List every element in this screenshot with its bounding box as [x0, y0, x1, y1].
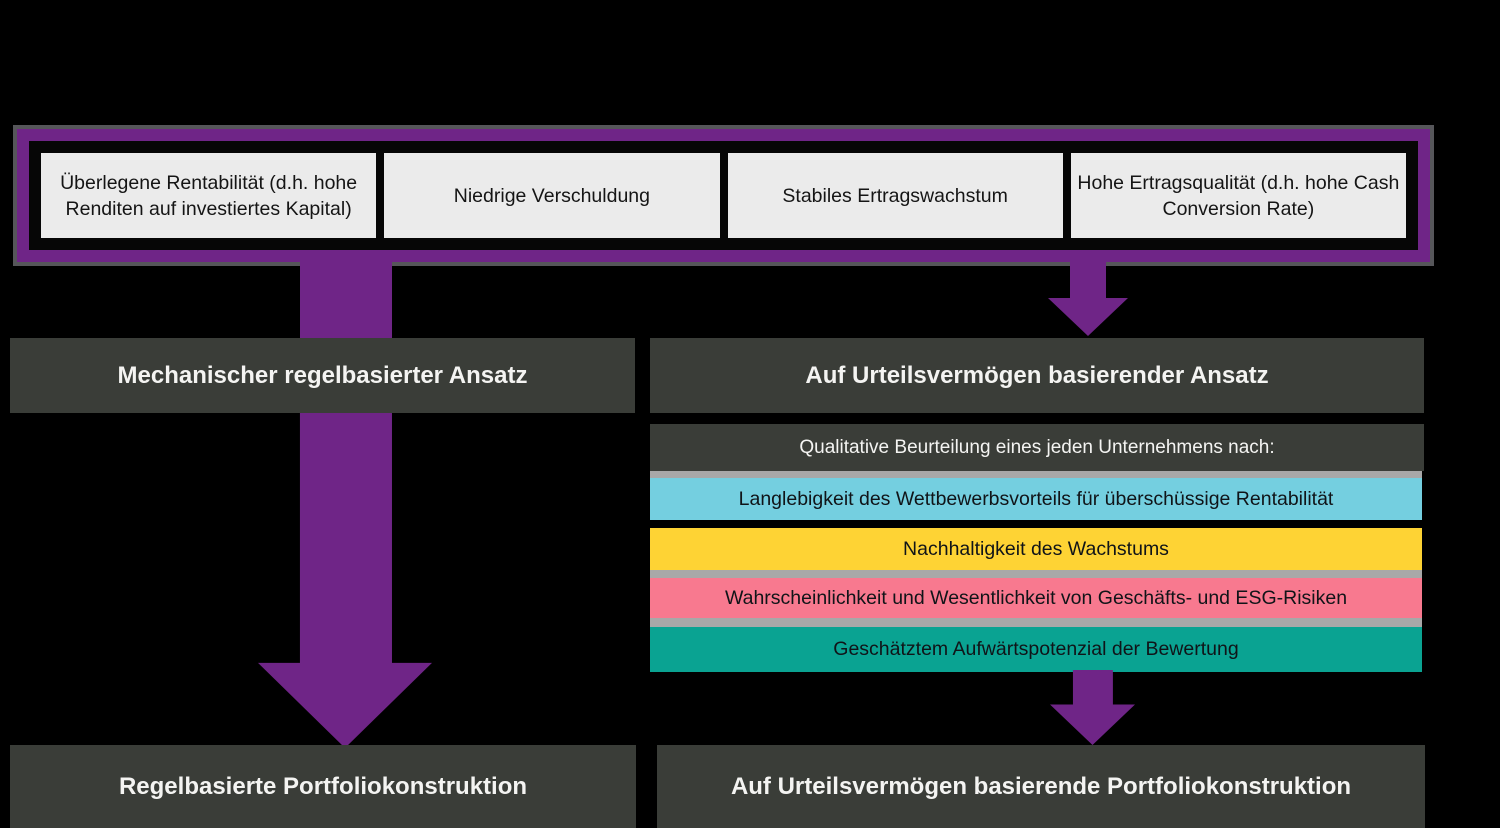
separator-strip	[650, 570, 1422, 578]
criterion-profitability: Überlegene Rentabilität (d.h. hohe Rendi…	[41, 153, 377, 238]
qualitative-assessment-header: Qualitative Beurteilung eines jeden Unte…	[650, 424, 1424, 471]
left-approach-header: Mechanischer regelbasierter Ansatz	[10, 338, 635, 413]
criterion-earnings-growth: Stabiles Ertragswachstum	[727, 153, 1063, 238]
right-down-arrow-top	[1048, 260, 1128, 336]
criteria-bar-esg-risk: Wahrscheinlichkeit und Wesentlichkeit vo…	[650, 578, 1422, 618]
criteria-bar-durability: Langlebigkeit des Wettbewerbsvorteils fü…	[650, 478, 1422, 520]
left-down-arrow-big	[258, 413, 432, 748]
criteria-bar-growth-sustainability: Nachhaltigkeit des Wachstums	[650, 528, 1422, 570]
criterion-leverage: Niedrige Verschuldung	[384, 153, 720, 238]
left-result-box: Regelbasierte Portfoliokonstruktion	[10, 745, 636, 828]
right-result-box: Auf Urteilsvermögen basierende Portfolio…	[657, 745, 1425, 828]
right-approach-header: Auf Urteilsvermögen basierender Ansatz	[650, 338, 1424, 413]
separator-strip	[650, 471, 1422, 478]
right-down-arrow-bottom	[1050, 670, 1135, 745]
left-connector-stem	[300, 258, 392, 338]
criteria-frame: Überlegene Rentabilität (d.h. hohe Rendi…	[13, 125, 1434, 266]
separator-strip	[650, 618, 1422, 627]
criterion-earnings-quality: Hohe Ertragsqualität (d.h. hohe Cash Con…	[1070, 153, 1406, 238]
criteria-bar-valuation-upside: Geschätztem Aufwärtspotenzial der Bewert…	[650, 627, 1422, 672]
